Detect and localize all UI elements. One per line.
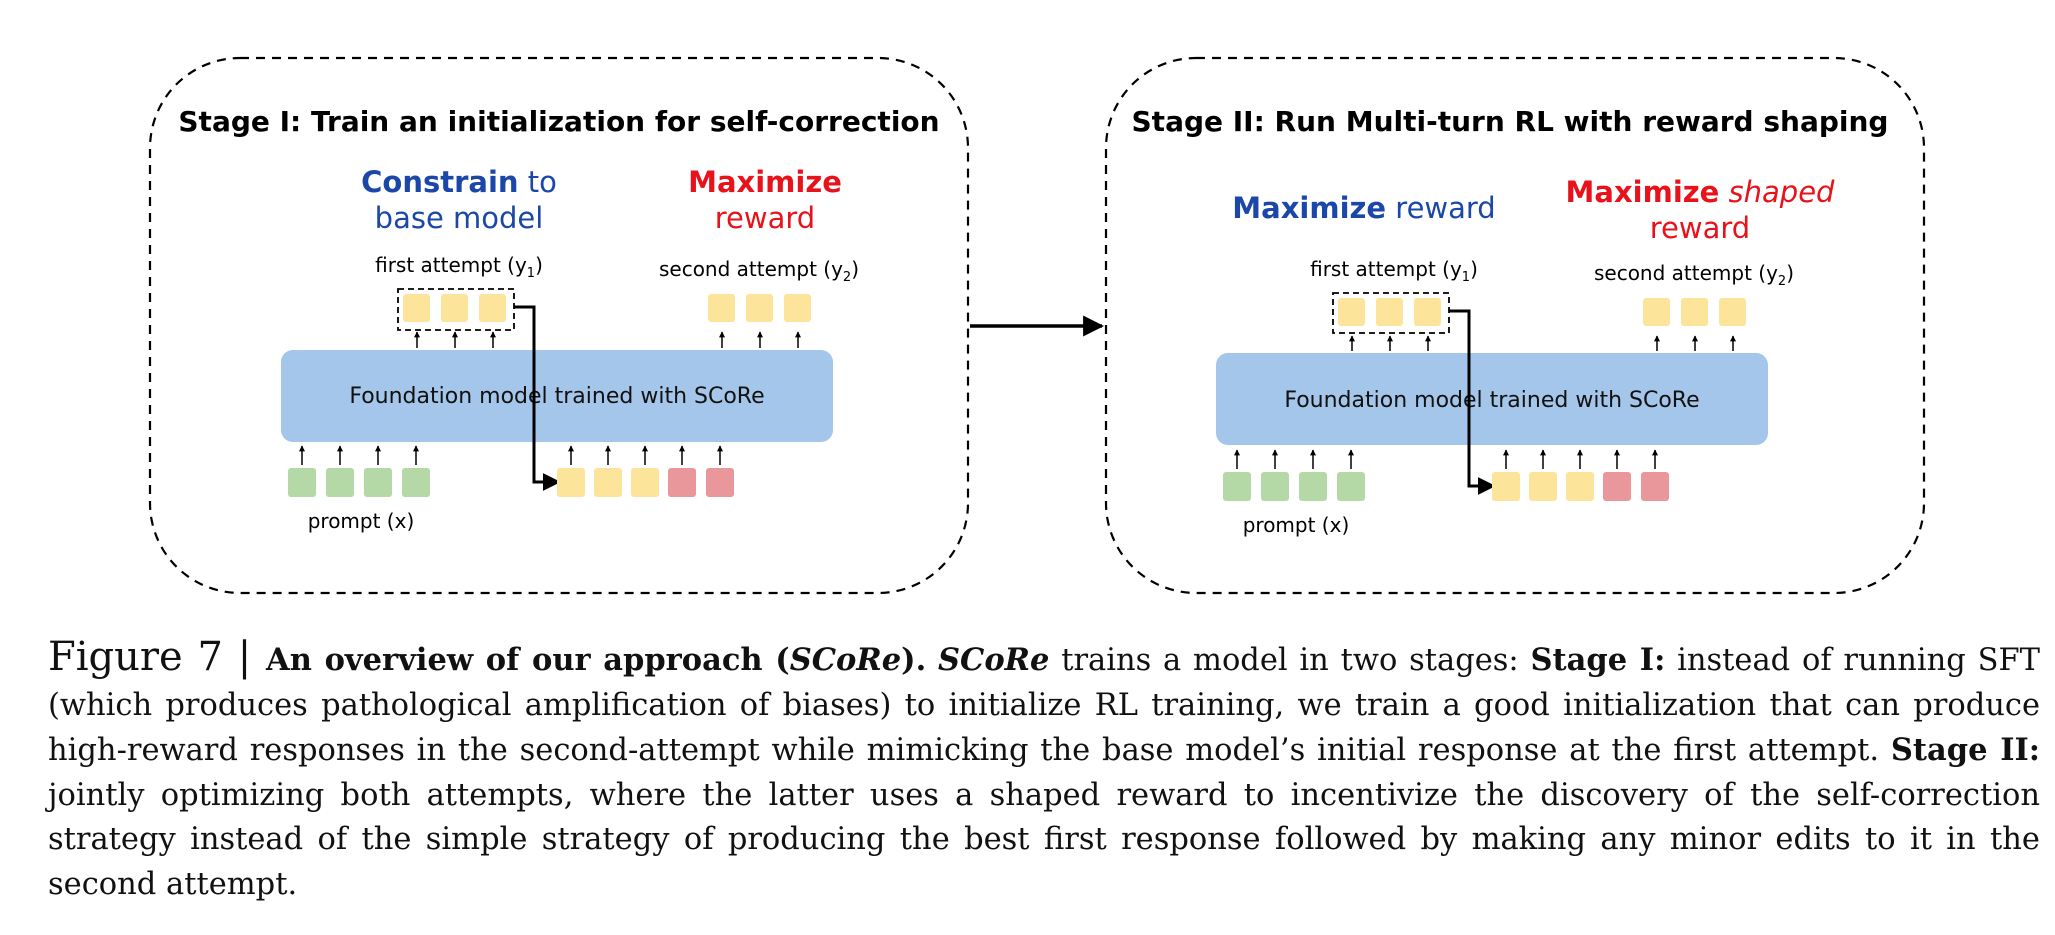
stage2-feedback-arrow	[1449, 309, 1496, 495]
stage2-prompt-token	[1261, 472, 1289, 501]
stage2-first-attempt-dashed-box	[1332, 292, 1450, 334]
stage2-y2-token	[1719, 298, 1746, 326]
stage2-y2-token	[1681, 298, 1708, 326]
stage1-seq-token-yellow	[557, 468, 585, 497]
stage1-output-arrows	[414, 331, 801, 348]
stage1-y2-token	[784, 294, 811, 322]
figure-label: Figure 7 |	[48, 634, 267, 680]
stage2-second-attempt-label: second attempt (y2)	[1594, 261, 1794, 289]
stage1-left-objective-line1: Constrain to	[361, 165, 557, 199]
caption-stage1-label: Stage I:	[1530, 642, 1666, 678]
stage2-left-objective: Maximize reward	[1232, 191, 1495, 225]
stage1-seq-token-yellow	[631, 468, 659, 497]
stage2-seq-token-yellow	[1529, 472, 1557, 501]
stage2-first-attempt-label: first attempt (y1)	[1310, 257, 1478, 285]
stage1-prompt-token	[402, 468, 430, 497]
stage1-first-attempt-dashed-box	[397, 288, 515, 331]
stage2-y1-token	[1338, 298, 1365, 326]
stage2-right-objective-line2: reward	[1650, 211, 1750, 245]
stage2-prompt-label: prompt (x)	[1243, 513, 1350, 537]
caption-stage2-label: Stage II:	[1890, 732, 2040, 768]
stage1-y1-token	[441, 294, 468, 322]
stage1-seq-token-yellow	[594, 468, 622, 497]
stage1-first-attempt-label: first attempt (y1)	[375, 253, 543, 281]
stage1-seq-token-red	[668, 468, 696, 497]
stage2-foundation-model-box	[1216, 353, 1768, 445]
stage1-feedback-arrow	[514, 305, 561, 491]
stage2-seq-token-red	[1603, 472, 1631, 501]
figure-caption: Figure 7 | An overview of our approach (…	[48, 635, 2040, 907]
caption-title: An overview of our approach (SCoRe).	[266, 642, 927, 678]
stage2-prompt-token	[1299, 472, 1327, 501]
stage1-prompt-token	[326, 468, 354, 497]
caption-text-1: trains a model in two stages:	[1049, 643, 1531, 678]
stage1-y1-token	[403, 294, 430, 322]
stage2-dashed-border	[1104, 56, 1926, 595]
stage1-dashed-border	[148, 56, 970, 595]
stage1-seq-token-red	[706, 468, 734, 497]
stage2-y2-token	[1643, 298, 1670, 326]
stage1-right-objective-line2: reward	[715, 201, 815, 235]
stage1-foundation-model-label: Foundation model trained with SCoRe	[349, 384, 764, 409]
stage1-input-arrows	[299, 445, 723, 465]
stage1-prompt-label: prompt (x)	[308, 509, 415, 533]
stage1-y2-token	[708, 294, 735, 322]
stage2-prompt-token	[1223, 472, 1251, 501]
stage1-panel: Stage I: Train an initialization for sel…	[148, 56, 970, 595]
stage1-left-objective-line2: base model	[375, 201, 544, 235]
stage1-right-objective-line1: Maximize	[688, 165, 842, 199]
stage2-output-arrows	[1349, 335, 1736, 351]
stage1-second-attempt-label: second attempt (y2)	[659, 257, 859, 285]
stage1-prompt-token	[364, 468, 392, 497]
caption-text-2: instead of running SFT (which produces p…	[48, 643, 2041, 768]
stage1-title: Stage I: Train an initialization for sel…	[178, 105, 939, 138]
stage2-seq-token-yellow	[1492, 472, 1520, 501]
stage2-y1-token	[1414, 298, 1441, 326]
stage1-y2-token	[746, 294, 773, 322]
stage2-y1-token	[1376, 298, 1403, 326]
stage2-seq-token-red	[1641, 472, 1669, 501]
stage2-prompt-token	[1337, 472, 1365, 501]
stage1-foundation-model-box	[281, 350, 833, 442]
stage2-right-objective-line1: Maximize shaped	[1566, 175, 1836, 209]
stage2-seq-token-yellow	[1566, 472, 1594, 501]
caption-score: SCoRe	[938, 642, 1050, 678]
stage1-y1-token	[479, 294, 506, 322]
caption-text-3: jointly optimizing both attempts, where …	[48, 777, 2040, 902]
stage2-title: Stage II: Run Multi-turn RL with reward …	[1132, 105, 1889, 138]
score-diagram: Stage I: Train an initialization for sel…	[148, 56, 1926, 595]
stage2-panel: Stage II: Run Multi-turn RL with reward …	[1104, 56, 1926, 595]
stage1-prompt-token	[288, 468, 316, 497]
stage2-foundation-model-label: Foundation model trained with SCoRe	[1284, 388, 1699, 413]
stage2-input-arrows	[1234, 449, 1658, 469]
